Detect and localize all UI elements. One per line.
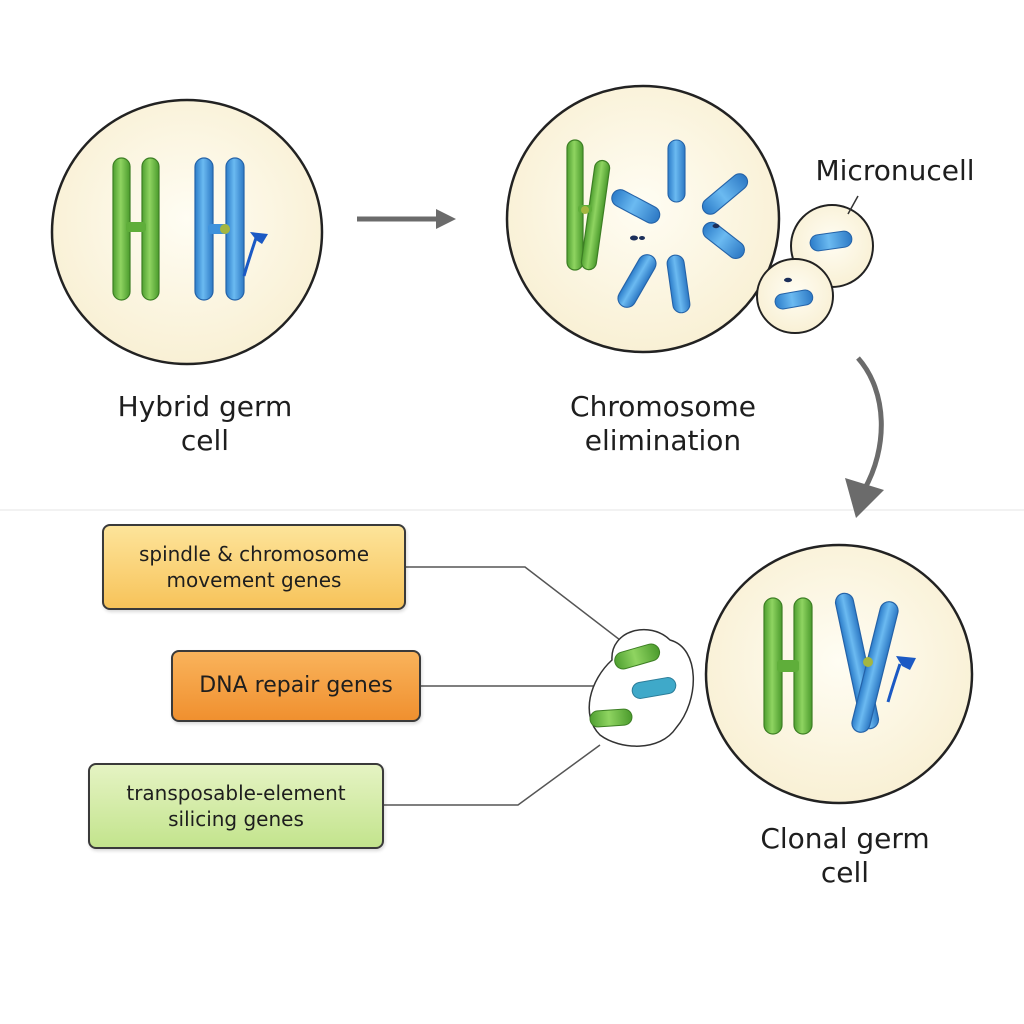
clonal-label-line-2: cell	[820, 855, 870, 889]
transposable-box-line-2: silicing genes	[168, 807, 304, 831]
chromatin-fragments	[630, 223, 720, 241]
hybrid-marker-tag	[242, 232, 268, 277]
hybrid-germ-cell	[50, 98, 324, 366]
micronuclei	[756, 195, 874, 334]
clonal-green-chromosome	[763, 597, 813, 735]
elimination-label-line-2: elimination	[584, 423, 742, 457]
elimination-label-line-1: Chromosome	[570, 390, 756, 423]
spindle-box-line-1: spindle & chromosome	[138, 542, 370, 566]
hybrid-green-chromosome	[112, 157, 160, 301]
hybrid-blue-chromosome	[194, 157, 245, 301]
hybrid-label-line-2: cell	[180, 423, 230, 457]
chromosome-elimination-label: Chromosome elimination	[508, 390, 818, 457]
micronucell-label: Micronucell	[790, 154, 1000, 188]
dna-box-line-1: DNA repair genes	[199, 672, 393, 698]
clonal-germ-cell	[704, 543, 974, 805]
eliminated-fragment-cluster	[588, 629, 695, 747]
clonal-germ-cell-label: Clonal germ cell	[700, 822, 990, 889]
spindle-movement-genes-box: spindle & chromosome movement genes	[102, 524, 406, 610]
gene-connectors	[384, 566, 621, 806]
hybrid-label-line-1: Hybrid germ	[117, 390, 293, 423]
arrow-elimination-to-clonal	[856, 356, 884, 492]
clonal-blue-chromosome	[834, 592, 899, 733]
clonal-label-line-1: Clonal germ	[760, 822, 930, 855]
clonal-cell-membrane	[704, 543, 974, 805]
hybrid-cell-membrane	[50, 98, 324, 366]
chromosome-elimination-cell	[505, 84, 781, 354]
arrow-head-down	[845, 478, 884, 518]
micronucell-label-text: Micronucell	[815, 154, 975, 187]
elimination-green-chromosome	[566, 139, 611, 271]
transposable-element-genes-box: transposable-element silicing genes	[88, 763, 384, 849]
scattered-blue-chromosomes	[611, 139, 749, 314]
micronucell-leader-line	[847, 195, 859, 215]
hybrid-germ-cell-label: Hybrid germ cell	[60, 390, 350, 457]
dna-repair-genes-box: DNA repair genes	[171, 650, 421, 722]
clonal-marker-tag	[886, 656, 916, 703]
spindle-box-line-2: movement genes	[166, 568, 342, 592]
transposable-box-line-1: transposable-element	[126, 781, 346, 805]
